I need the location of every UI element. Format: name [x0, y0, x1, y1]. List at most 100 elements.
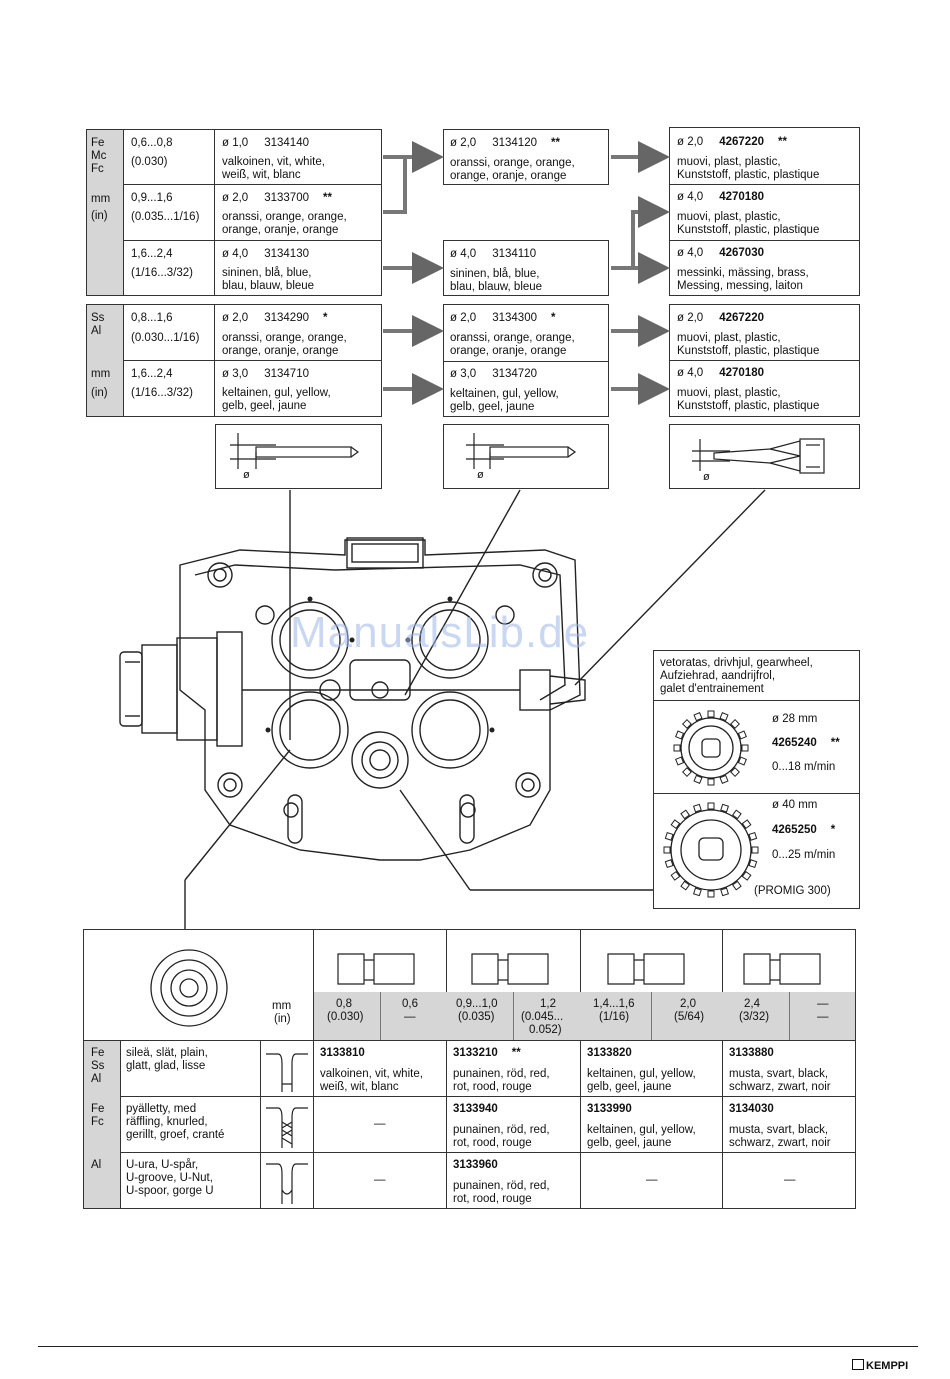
availability-mark: **: [778, 136, 787, 148]
part-number: 3133210: [453, 1047, 498, 1059]
diameter-symbol: ø: [477, 469, 484, 481]
diameter-symbol: ø: [243, 469, 250, 481]
gear-tooth: [741, 819, 752, 830]
colour-line-2: gelb, geel, jaune: [587, 1081, 672, 1093]
range-in: (0.030): [131, 156, 168, 168]
gear-code-line: 4265250*: [772, 824, 835, 837]
colour-line-2: Kunststoff, plastic, plastique: [677, 400, 820, 412]
material: Ss: [91, 1060, 105, 1072]
colour-line-2: gelb, geel, jaune: [587, 1137, 672, 1149]
material: Al: [91, 1073, 102, 1085]
colour-line-1: oranssi, orange, orange,: [222, 332, 347, 344]
diameter: ø 2,0: [450, 312, 477, 324]
colour-line-1: punainen, röd, red,: [453, 1068, 550, 1080]
gear-tooth: [693, 774, 703, 784]
part-number: 3134300: [492, 312, 537, 324]
colour-line-2: orange, oranje, orange: [450, 170, 567, 182]
availability-mark: *: [323, 312, 328, 324]
unit-in: (in): [91, 387, 108, 399]
gear-tooth: [748, 859, 758, 869]
part-number: 3134720: [492, 368, 537, 380]
size-in: (0.030): [327, 1011, 364, 1023]
colour-line-1: keltainen, gul, yellow,: [587, 1124, 696, 1136]
material-fe: Fe: [91, 137, 105, 149]
colour-line-2: orange, oranje, orange: [222, 224, 339, 236]
empty-cell: —: [646, 1174, 658, 1186]
colour-line-1: musta, svart, black,: [729, 1124, 829, 1136]
material-mc: Mc: [91, 150, 107, 162]
gear-speed: 0...18 m/min: [772, 761, 836, 773]
range-mm: 1,6...2,4: [131, 368, 173, 380]
size-mm: —: [817, 998, 829, 1010]
kemppi-logo-icon: [852, 1359, 864, 1370]
flow-arrows: [383, 141, 670, 405]
size-mm: 2,0: [680, 998, 696, 1010]
gear-note: (PROMIG 300): [754, 885, 831, 897]
groove-label: gerillt, groef, cranté: [126, 1129, 225, 1141]
diameter: ø 4,0: [677, 367, 704, 379]
colour-line-2: weiß, wit, blanc: [320, 1081, 399, 1093]
part-number: 4265240: [772, 737, 817, 749]
gear-tooth: [673, 744, 681, 752]
tube-drawing: [230, 433, 360, 469]
colour-line-2: Kunststoff, plastic, plastique: [677, 224, 820, 236]
part-number: 3134140: [264, 137, 309, 149]
part-number: 4265250: [772, 824, 817, 836]
gear-tooth: [741, 870, 752, 881]
gear-tooth: [730, 719, 740, 729]
part-number: 3134120: [492, 137, 537, 149]
gear-tooth: [670, 819, 681, 830]
diameter: ø 2,0: [450, 137, 477, 149]
colour-line-2: schwarz, zwart, noir: [729, 1081, 831, 1093]
gear-tooth: [707, 802, 715, 810]
colour-line-1: oranssi, orange, orange,: [450, 157, 575, 169]
gear-tooth: [692, 803, 702, 813]
part-number: 3134710: [264, 368, 309, 380]
gear-tooth: [682, 719, 692, 729]
size-mm: 0,6: [402, 998, 418, 1010]
groove-label: U-ura, U-spår,: [126, 1159, 199, 1171]
material-fc: Fc: [91, 163, 104, 175]
range-mm: 0,8...1,6: [131, 312, 173, 324]
colour-line-1: sininen, blå, blue,: [222, 267, 312, 279]
roll-profile-icons: [337, 953, 821, 985]
availability-mark: **: [511, 1047, 521, 1059]
roll-header-blank: [84, 930, 120, 1040]
size-in: —: [817, 1011, 829, 1023]
code-line: 3133210 **: [453, 1047, 521, 1060]
colour-line-1: muovi, plast, plastic,: [677, 387, 781, 399]
empty-cell: —: [374, 1174, 386, 1186]
gear-tooth: [731, 809, 742, 820]
gear-tooth: [707, 710, 715, 718]
gearwheel-table: vetoratas, drivhjul, gearwheel, Aufziehr…: [653, 650, 860, 909]
diameter: ø 4,0: [677, 191, 704, 203]
kemppi-logo: KEMPPI: [852, 1359, 908, 1372]
gear-tooth: [675, 730, 685, 740]
availability-mark: **: [323, 192, 332, 204]
outlet-tube-diagram: ø: [669, 424, 860, 489]
colour-line-1: valkoinen, vit, white,: [222, 156, 325, 168]
material-column: [84, 1041, 121, 1208]
knurled-groove-icon: [266, 1107, 308, 1148]
plain-groove-icon: [266, 1053, 308, 1092]
material: Fe: [91, 1047, 105, 1059]
groove-label: U-spoor, gorge U: [126, 1185, 214, 1197]
gear-tooth: [707, 778, 715, 786]
colour-line-1: messinki, mässing, brass,: [677, 267, 809, 279]
part-number: 4270180: [719, 367, 764, 379]
gear-tooth: [737, 756, 747, 766]
colour-line-1: keltainen, gul, yellow,: [222, 387, 331, 399]
diameter: ø 3,0: [222, 368, 249, 380]
u-groove-icon: [266, 1163, 308, 1204]
range-mm: 1,6...2,4: [131, 248, 173, 260]
groove-label: räffling, knurled,: [126, 1116, 208, 1128]
range-mm: 0,9...1,6: [131, 192, 173, 204]
colour-line-1: muovi, plast, plastic,: [677, 156, 781, 168]
part-number: 3134030: [729, 1103, 774, 1115]
